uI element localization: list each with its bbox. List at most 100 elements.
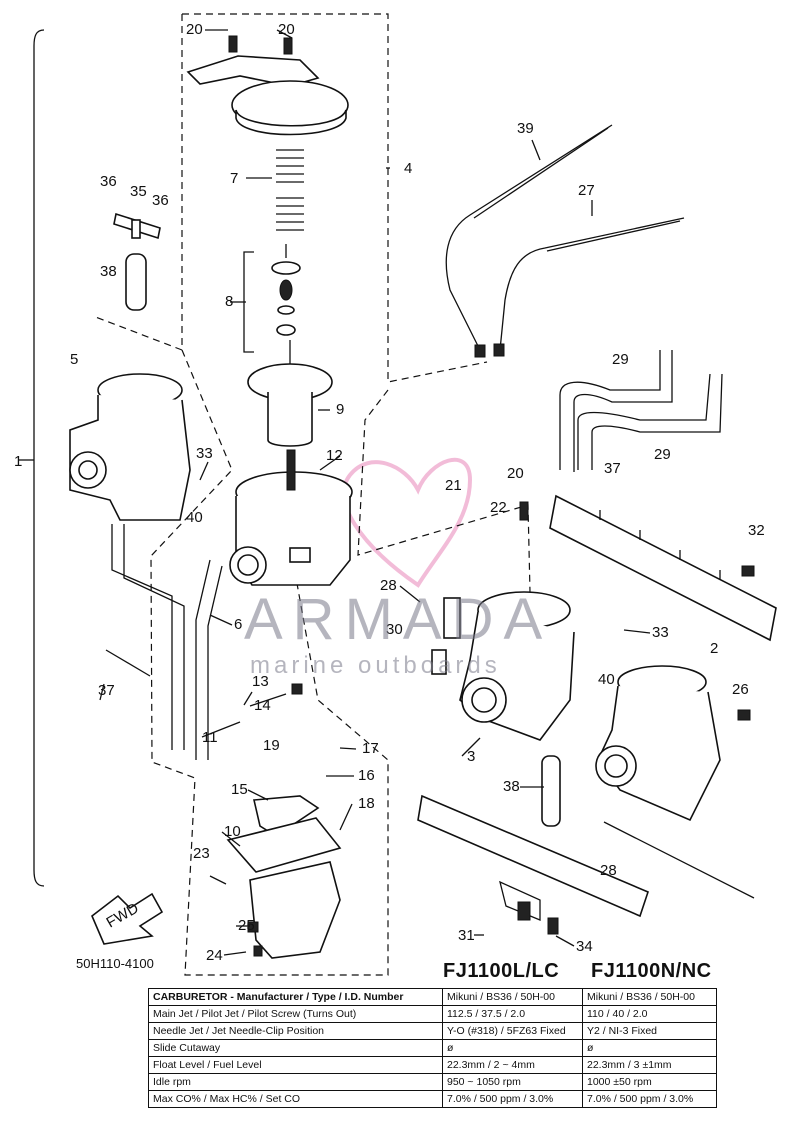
callout-number: 27	[578, 182, 595, 199]
leader-line	[276, 29, 293, 39]
specs-row: CARBURETOR - Manufacturer / Type / I.D. …	[148, 988, 717, 1006]
callout-leaders	[99, 29, 651, 956]
callout-number: 13	[252, 673, 269, 690]
leader-line	[223, 951, 247, 956]
callout-number: 33	[652, 624, 669, 641]
leader-line	[319, 455, 341, 471]
callout-number: 39	[517, 120, 534, 137]
callout-number: 2	[710, 640, 718, 657]
callout-number: 32	[748, 522, 765, 539]
callout-number: 23	[193, 845, 210, 862]
callout-number: 29	[612, 351, 629, 368]
callout-number: 36	[152, 192, 169, 209]
carburetor-center	[431, 591, 575, 741]
callout-number: 30	[386, 621, 403, 638]
spec-label: CARBURETOR - Manufacturer / Type / I.D. …	[148, 988, 443, 1006]
mounting-rail-lower	[417, 794, 649, 921]
leader-line	[249, 693, 287, 707]
model-label-l: FJ1100L/LC	[443, 960, 560, 982]
leader-line	[531, 139, 541, 161]
callout-number: 18	[358, 795, 375, 812]
fuel-hoses	[111, 524, 223, 760]
callout-number: 6	[234, 616, 242, 633]
spec-value: 22.3mm / 3 ±1mm	[582, 1056, 717, 1074]
callout-number: 8	[225, 293, 233, 310]
watermark-tagline: marine outboards	[250, 652, 501, 679]
callout-number: 40	[186, 509, 203, 526]
callout-number: 15	[231, 781, 248, 798]
callout-number: 16	[358, 767, 375, 784]
leader-line	[339, 803, 353, 831]
callout-number: 28	[600, 862, 617, 879]
assembly-bracket	[33, 29, 45, 887]
callout-number: 7	[230, 170, 238, 187]
leader-line	[199, 461, 209, 481]
spec-label: Needle Jet / Jet Needle-Clip Position	[148, 1022, 443, 1040]
callout-number: 37	[98, 682, 115, 699]
callout-number: 14	[254, 697, 271, 714]
spec-value: ø	[582, 1039, 717, 1057]
carburetor-left	[69, 373, 191, 521]
callout-number: 22	[490, 499, 507, 516]
callout-number: 35	[130, 183, 147, 200]
leader-line	[209, 875, 227, 885]
leader-line	[243, 691, 253, 706]
spec-label: Max CO% / Max HC% / Set CO	[148, 1090, 443, 1108]
watermark-brand: ARMADA	[244, 587, 553, 652]
spec-label: Idle rpm	[148, 1073, 443, 1091]
callout-number: 9	[336, 401, 344, 418]
callout-number: 10	[224, 823, 241, 840]
figure-code: 50H110-4100	[76, 956, 154, 971]
callout-number: 40	[598, 671, 615, 688]
callout-number: 33	[196, 445, 213, 462]
spec-value: Y-O (#318) / 5FZ63 Fixed	[442, 1022, 583, 1040]
vacuum-piston	[247, 340, 333, 447]
model-label-n: FJ1100N/NC	[591, 960, 712, 982]
carburetor-body-center	[229, 449, 353, 586]
carburetor-specs-table: CARBURETOR - Manufacturer / Type / I.D. …	[148, 988, 717, 1108]
callout-number: 29	[654, 446, 671, 463]
hose-short	[125, 253, 147, 311]
hose-lower	[541, 755, 561, 827]
callout-number: 28	[380, 577, 397, 594]
leader-line	[99, 683, 105, 701]
callout-number: 17	[362, 740, 379, 757]
spec-label: Main Jet / Pilot Jet / Pilot Screw (Turn…	[148, 1005, 443, 1023]
callout-number: 24	[206, 947, 223, 964]
callout-number: 5	[70, 351, 78, 368]
spec-value: 112.5 / 37.5 / 2.0	[442, 1005, 583, 1023]
callout-number: 19	[263, 737, 280, 754]
leader-line	[201, 721, 241, 738]
callout-number: 20	[278, 21, 295, 38]
spec-value: 950 ~ 1050 rpm	[442, 1073, 583, 1091]
spec-value: 7.0% / 500 ppm / 3.0%	[582, 1090, 717, 1108]
leader-line	[623, 629, 651, 634]
callout-number: 12	[326, 447, 343, 464]
leader-line	[555, 935, 575, 947]
spec-value: Mikuni / BS36 / 50H-00	[442, 988, 583, 1006]
rod-right	[603, 821, 755, 899]
small-screws	[247, 501, 755, 957]
spec-value: 110 / 40 / 2.0	[582, 1005, 717, 1023]
callout-number: 37	[604, 460, 621, 477]
exploded-view-frame	[92, 13, 531, 976]
leader-line	[221, 831, 241, 847]
rod-left	[105, 649, 151, 677]
leader-line	[339, 747, 357, 750]
callout-number: 26	[732, 681, 749, 698]
callout-number: 31	[458, 927, 475, 944]
spec-value: Y2 / NI-3 Fixed	[582, 1022, 717, 1040]
specs-row: Max CO% / Max HC% / Set CO 7.0% / 500 ppm…	[148, 1090, 717, 1108]
callout-number: 11	[202, 729, 218, 746]
leader-line	[461, 737, 481, 757]
spec-label: Float Level / Fuel Level	[148, 1056, 443, 1074]
vent-hoses	[559, 350, 723, 472]
leader-line	[399, 585, 421, 603]
callout-number: 34	[576, 938, 593, 955]
throttle-cables	[445, 124, 685, 358]
leader-line	[247, 789, 269, 801]
